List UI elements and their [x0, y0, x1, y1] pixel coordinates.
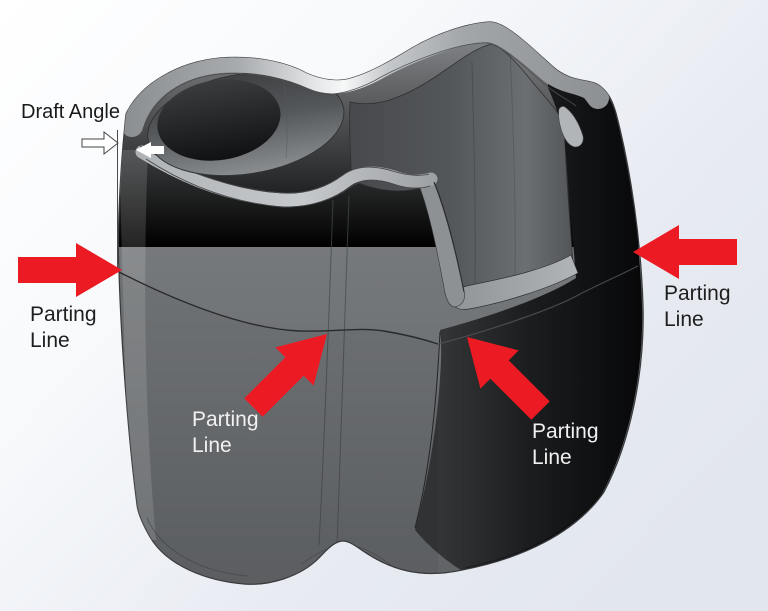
parting-line-dark-face — [437, 265, 639, 345]
front-rim-band — [135, 145, 438, 207]
parting-line-label-left: Parting Line — [30, 302, 97, 354]
red-arrow-front-center-icon — [244, 334, 327, 417]
parting-line-label-far-right-line1: Parting — [664, 282, 731, 305]
pocket-floor — [448, 254, 579, 310]
cup-cavity — [147, 71, 345, 177]
parting-line-label-front-center-line1: Parting — [192, 408, 259, 431]
parting-line-label-right-face: Parting Line — [532, 419, 599, 471]
parting-line-label-front-center-line2: Line — [192, 434, 232, 457]
pocket-edge-line — [433, 181, 465, 293]
rim-inner-edge — [142, 42, 577, 134]
front-rim-edge-bottom — [145, 158, 431, 208]
red-arrow-right-face-icon — [467, 337, 550, 420]
parting-line-label-far-right-line2: Line — [664, 308, 704, 331]
parting-line-label-front-center: Parting Line — [192, 407, 259, 459]
parting-line-front — [118, 271, 439, 345]
parting-line-label-left-line1: Parting — [30, 303, 97, 326]
notch-fillet — [558, 106, 584, 148]
rim-band — [121, 22, 609, 137]
parting-line-label-right-face-line2: Line — [532, 446, 572, 469]
front-crease-1 — [318, 199, 334, 546]
red-arrow-left-icon — [18, 243, 122, 297]
draft-white-arrow-icon — [136, 142, 164, 158]
red-arrow-far-right-icon — [633, 225, 737, 279]
dark-face-boundary — [414, 331, 441, 529]
lower-mold-shade — [118, 272, 438, 585]
cavity-crease — [283, 79, 288, 159]
dark-side-face — [415, 72, 643, 570]
parting-line-label-right-face-line1: Parting — [532, 420, 599, 443]
back-wall-edge-line — [471, 61, 476, 289]
parting-line-label-far-right: Parting Line — [664, 281, 731, 333]
parting-line-label-left-line2: Line — [30, 329, 70, 352]
back-wall-edge-line-2 — [509, 49, 516, 286]
draft-angle-label: Draft Angle — [21, 101, 120, 123]
bottom-fillet-right — [464, 493, 603, 569]
draft-outline-arrow-icon — [81, 130, 119, 156]
bottom-fillet-left — [146, 517, 249, 577]
front-rim-edge-top — [139, 145, 430, 194]
front-crease-2 — [336, 195, 350, 548]
inner-back-wall — [349, 43, 574, 300]
